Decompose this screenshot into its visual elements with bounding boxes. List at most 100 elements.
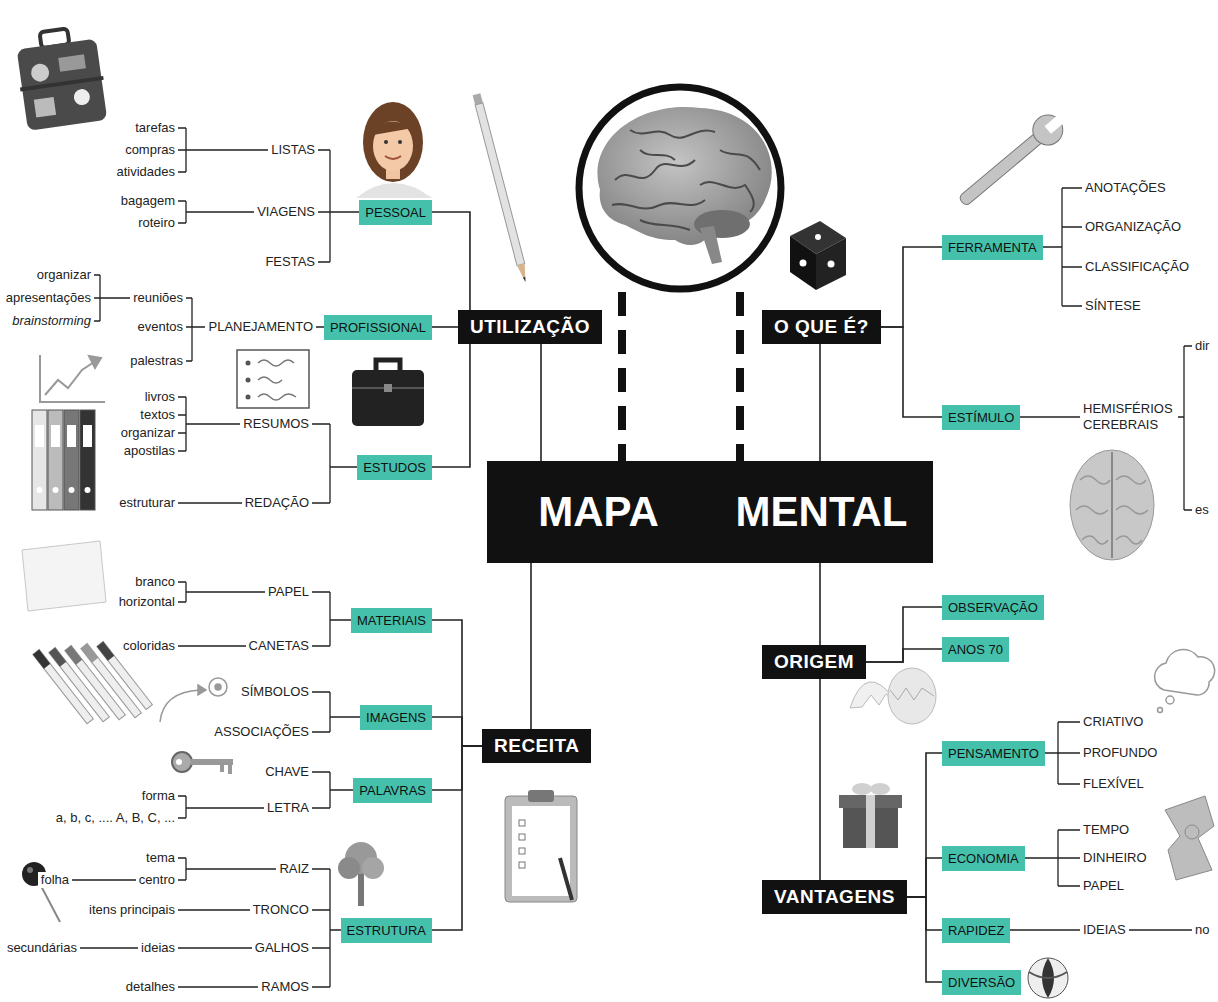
ball-icon [1028,958,1068,998]
branch-label: CANETAS [246,638,312,654]
branch-label: a, b, c, .... A, B, C, ... [53,810,178,826]
topic-box: ESTRUTURA [341,918,432,943]
node-text: IMAGENS [366,710,426,725]
branch-label: FESTAS [262,254,318,270]
branch-line [66,128,1200,987]
branch-label: organizar [118,425,178,441]
branch-label: palestras [127,353,186,369]
branch-label: estruturar [116,495,178,511]
topic-box: PROFISSIONAL [324,315,432,340]
node-text: FERRAMENTA [948,240,1037,255]
branch-connector [819,679,821,880]
branch-label: FLEXÍVEL [1080,776,1147,792]
branch-label: LETRA [264,800,312,816]
branch-label: coloridas [120,638,178,654]
branch-label: PAPEL [265,584,312,600]
branch-label: apresentações [3,290,94,306]
branch-connector [432,746,482,790]
topic-box: FERRAMENTA [942,235,1043,260]
branch-label: RAIZ [276,861,312,877]
hemispheres-icon [1070,450,1154,560]
topic-box: IMAGENS [360,705,432,730]
branch-label: ANOTAÇÕES [1082,180,1169,196]
brain-picture [579,87,781,289]
topic-box: PALAVRAS [353,778,432,803]
branch-label: es [1192,502,1212,518]
topic-box: ESTUDOS [357,455,432,480]
branch-label: CLASSIFICAÇÃO [1082,259,1192,275]
branch-connector [866,607,942,662]
branch-label: LISTAS [268,142,318,158]
node-text: O QUE É? [774,316,869,337]
topic-box: OBSERVAÇÃO [942,595,1044,620]
node-text: PENSAMENTO [948,746,1039,761]
category-box: ORIGEM [762,645,866,679]
node-text: RECEITA [494,735,579,756]
branch-connector [540,344,542,461]
branch-connector [907,897,942,930]
node-text: VANTAGENS [774,886,895,907]
branch-connector [881,327,942,417]
branch-label: compras [122,142,178,158]
branch-connector [432,717,482,746]
topic-box: MATERIAIS [351,608,432,633]
gift-icon [839,783,902,848]
node-text: ORIGEM [774,651,854,672]
chart-icon [40,355,105,402]
branch-label: PROFUNDO [1080,745,1160,761]
branch-label: textos [137,407,178,423]
node-text: ESTRUTURA [347,923,426,938]
branch-label: PAPEL [1080,878,1127,894]
branch-connector [432,212,470,310]
suitcase-icon [13,24,110,131]
branch-connector [907,753,942,897]
branch-label: CRIATIVO [1080,714,1146,730]
node-text: MATERIAIS [357,613,426,628]
central-box: MAPAMENTAL [487,461,933,563]
category-box: UTILIZAÇÃO [458,310,602,344]
branch-label: dir [1192,338,1212,354]
branch-connector [819,563,821,645]
branch-label: TEMPO [1080,822,1132,838]
clipboard-icon [505,790,577,902]
topic-box: DIVERSÃO [942,970,1021,995]
symbol-icon [160,678,227,722]
branch-connector [432,326,458,328]
branch-label: ASSOCIAÇÕES [211,724,312,740]
branch-connector [907,897,942,982]
node-text: PESSOAL [365,205,426,220]
pencil-icon [473,93,530,283]
topic-box: ESTÍMULO [942,405,1020,430]
node-text: RAPIDEZ [948,923,1004,938]
branch-connector [819,344,821,461]
node-text: MAPA [487,488,710,536]
branch-label: branco [132,574,178,590]
topic-box: PENSAMENTO [942,741,1045,766]
branch-label: bagagem [118,193,178,209]
category-box: RECEITA [482,729,591,763]
branch-connector [530,563,532,729]
branch-connector [432,620,482,746]
topic-box: PESSOAL [359,200,432,225]
node-text: ESTUDOS [363,460,426,475]
branch-label: VIAGENS [254,204,318,220]
briefcase-icon [352,360,424,426]
branch-label: eventos [134,319,186,335]
binders-icon [32,410,95,510]
thought-cloud [1155,650,1215,713]
branch-label: PLANEJAMENTO [205,319,316,335]
branch-label: folha [38,872,72,888]
branch-connector [432,746,482,930]
branch-label: forma [139,788,178,804]
branch-label: SÍNTESE [1082,298,1144,314]
money-icon [1165,796,1214,880]
branch-label: roteiro [135,215,178,231]
branch-label: RAMOS [258,979,312,995]
branch-connector [432,344,470,467]
branch-label: no [1192,922,1212,938]
dice-icon [790,221,846,290]
topic-box: ANOS 70 [942,637,1009,662]
node-text: UTILIZAÇÃO [470,316,590,337]
branch-label: IDEIAS [1080,922,1129,938]
branch-label: horizontal [116,594,178,610]
